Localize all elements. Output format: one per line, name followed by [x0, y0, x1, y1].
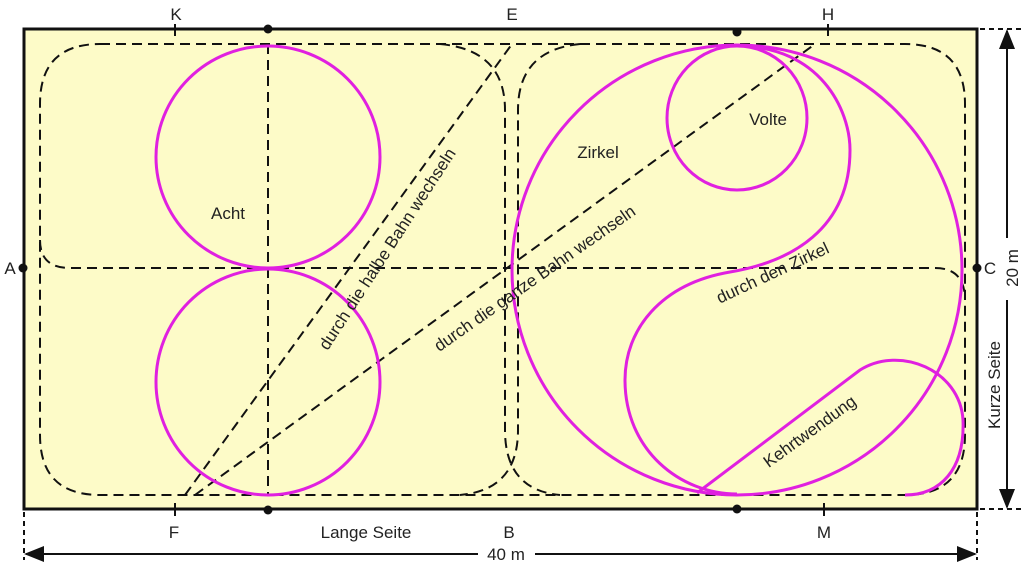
label-acht: Acht: [211, 204, 245, 223]
marker-m: M: [817, 523, 831, 542]
marker-f: F: [169, 523, 179, 542]
label-zirkel: Zirkel: [577, 143, 619, 162]
figures: [154, 43, 965, 497]
long-side-label: Lange Seite: [321, 523, 412, 542]
label-volte: Volte: [749, 110, 787, 129]
marker-h: H: [822, 5, 834, 24]
arena: [22, 27, 979, 511]
dimension-lines: [23, 28, 1022, 562]
long-side-length: 40 m: [487, 545, 525, 564]
durch-den-zirkel-path: [623, 44, 852, 496]
acht-lower-circle: [154, 267, 382, 497]
kehrtwendung-path: [696, 358, 965, 497]
marker-b: B: [503, 523, 514, 542]
marker-k: K: [170, 5, 182, 24]
marker-dots: [18, 24, 982, 516]
marker-e: E: [506, 5, 517, 24]
short-side-length: 20 m: [1003, 249, 1022, 287]
short-side-label: Kurze Seite: [985, 341, 1004, 429]
marker-a: A: [4, 259, 16, 278]
marker-c: C: [984, 259, 996, 278]
